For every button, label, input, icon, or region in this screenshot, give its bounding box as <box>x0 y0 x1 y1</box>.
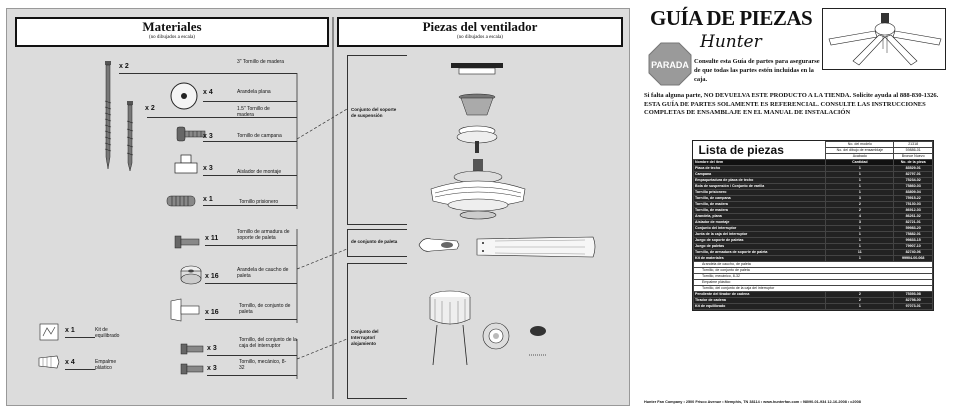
rubber-grommet-icon <box>180 265 202 285</box>
rubber-grommet-label: Arandela de caucho de paleta <box>237 267 289 279</box>
switch-group-box <box>347 263 407 399</box>
suspension-group-box <box>347 55 407 225</box>
piezas-title: Piezas del ventilador <box>422 19 538 34</box>
leader-line <box>203 175 297 176</box>
wood-screw-3in-qty: x 2 <box>119 63 129 70</box>
piezas-subtitle: (no dibujados a escala) <box>457 35 503 40</box>
switch-group-label: Conjunto del Interruptor/ alojamiento <box>351 329 379 346</box>
canopy-icon <box>458 93 496 116</box>
column-divider <box>332 17 334 399</box>
switch-housing-screw-label: Tornillo, del conjunto de la caja del in… <box>239 337 297 349</box>
wood-screw-1-5in-icon <box>126 101 134 172</box>
leader-line <box>203 141 297 142</box>
materiales-title: Materiales <box>142 19 202 34</box>
machine-screw-icon <box>180 363 204 375</box>
suspension-group-label: Conjunto del soporte de suspensión <box>351 107 397 118</box>
wood-screw-1-5in-label: 1.5" Tornillo de madera <box>237 106 270 118</box>
leader-line <box>207 375 297 376</box>
footer-text: Hunter Fan Company • 2500 Frisco Avenue … <box>644 400 861 404</box>
flat-washer-label: Arandela plana <box>237 89 271 95</box>
wire-nut-qty: x 4 <box>65 359 75 366</box>
parts-list-title: Lista de piezas <box>698 142 784 157</box>
materiales-header: Materiales (no dibujados a escala) <box>15 17 329 47</box>
machine-screw-label: Tornillo, mecánico, 8-32 <box>239 359 287 371</box>
mounting-insulator-icon <box>174 154 198 174</box>
hunter-logo: Hunter <box>700 32 762 52</box>
balancing-kit-label: Kit de equilibrado <box>95 327 120 339</box>
stop-sign-label: PARADA <box>651 60 689 70</box>
blade-assembly-screw-label: Tornillo, de conjunto de paleta <box>239 303 291 315</box>
leader-line <box>205 245 297 246</box>
canopy-screw-label: Tornillo de campana <box>237 133 282 139</box>
set-screw-qty: x 1 <box>203 196 213 203</box>
blade-iron-screw-label: Tornillo de armadura de soporte de palet… <box>237 229 290 241</box>
blade-group-box <box>347 229 407 257</box>
machine-screw-qty: x 3 <box>207 365 217 372</box>
parts-list: Lista de piezas No. del modelo 21318 No.… <box>692 140 934 311</box>
switch-housing-screw-qty: x 3 <box>207 345 217 352</box>
wire-nut-icon <box>38 355 60 369</box>
leader-line <box>203 205 297 206</box>
wood-screw-1-5in-qty: x 2 <box>145 105 155 112</box>
switch-housing-icon <box>429 290 471 366</box>
leader-line <box>119 73 297 74</box>
item-qty-cell: 1 <box>825 303 895 310</box>
fan-blade-icon <box>476 236 596 258</box>
wood-screw-3in-icon <box>104 61 112 170</box>
leader-line <box>203 101 297 102</box>
parts-guide-sheet: Materiales (no dibujados a escala) Pieza… <box>6 8 630 406</box>
blade-iron-screw-icon <box>174 235 200 249</box>
leader-line <box>205 283 297 284</box>
set-screw-icon <box>166 195 196 207</box>
mounting-insulator-qty: x 3 <box>203 165 213 172</box>
group-connector-lines <box>296 73 348 379</box>
flat-washer-icon <box>170 82 198 110</box>
stop-sign-icon <box>648 42 692 86</box>
item-part-cell: 97073-01 <box>893 303 933 310</box>
intro-text: Consulte esta Guía de partes para asegur… <box>694 58 820 83</box>
leader-line <box>65 369 95 370</box>
piezas-header: Piezas del ventilador (no dibujados a es… <box>337 17 623 47</box>
blade-iron-screw-qty: x 11 <box>205 235 219 242</box>
flat-washer-qty: x 4 <box>203 89 213 96</box>
canopy-screw-qty: x 3 <box>203 133 213 140</box>
leader-line <box>207 355 297 356</box>
leader-line <box>147 117 297 118</box>
blade-iron-icon <box>418 238 460 252</box>
rubber-grommet-qty: x 16 <box>205 273 219 280</box>
motor-housing-icon <box>430 159 526 220</box>
materiales-subtitle: (no dibujados a escala) <box>149 35 195 40</box>
ceiling-plate-icon <box>451 63 503 75</box>
downrod-ball-icon <box>456 125 498 153</box>
balancing-kit-icon <box>39 323 59 341</box>
balancing-kit-qty: x 1 <box>65 327 75 334</box>
blade-assembly-screw-icon <box>170 298 200 322</box>
guide-column: GUÍA DE PIEZAS Hunter PARADA Consulte es… <box>640 0 954 412</box>
switch-housing-screw-icon <box>180 343 204 355</box>
parts-list-title-cell: Lista de piezas <box>694 142 826 160</box>
blade-group-label: de conjunto de paleta <box>351 239 398 244</box>
item-name-cell: Kit de equilibrado <box>692 303 827 310</box>
set-screw-label: Tornillo prisionero <box>239 199 279 205</box>
leader-line <box>205 319 297 320</box>
switch-cup-icon <box>482 322 510 350</box>
canopy-screw-icon <box>176 126 206 142</box>
blade-assembly-screw-qty: x 16 <box>205 309 219 316</box>
wire-nut-label: Empalme plástico <box>95 359 117 371</box>
wood-screw-3in-label: 3" Tornillo de madera <box>237 59 284 65</box>
mounting-insulator-label: Aislador de montaje <box>237 169 282 175</box>
leader-line <box>65 337 95 338</box>
fan-illustration-box <box>822 8 946 70</box>
pull-chain-icon <box>529 326 547 356</box>
ceiling-fan-icon <box>828 13 942 66</box>
warning-text: Si falta alguna parte, NO DEVUELVA ESTE … <box>644 92 939 116</box>
guide-title: GUÍA DE PIEZAS <box>650 6 813 30</box>
